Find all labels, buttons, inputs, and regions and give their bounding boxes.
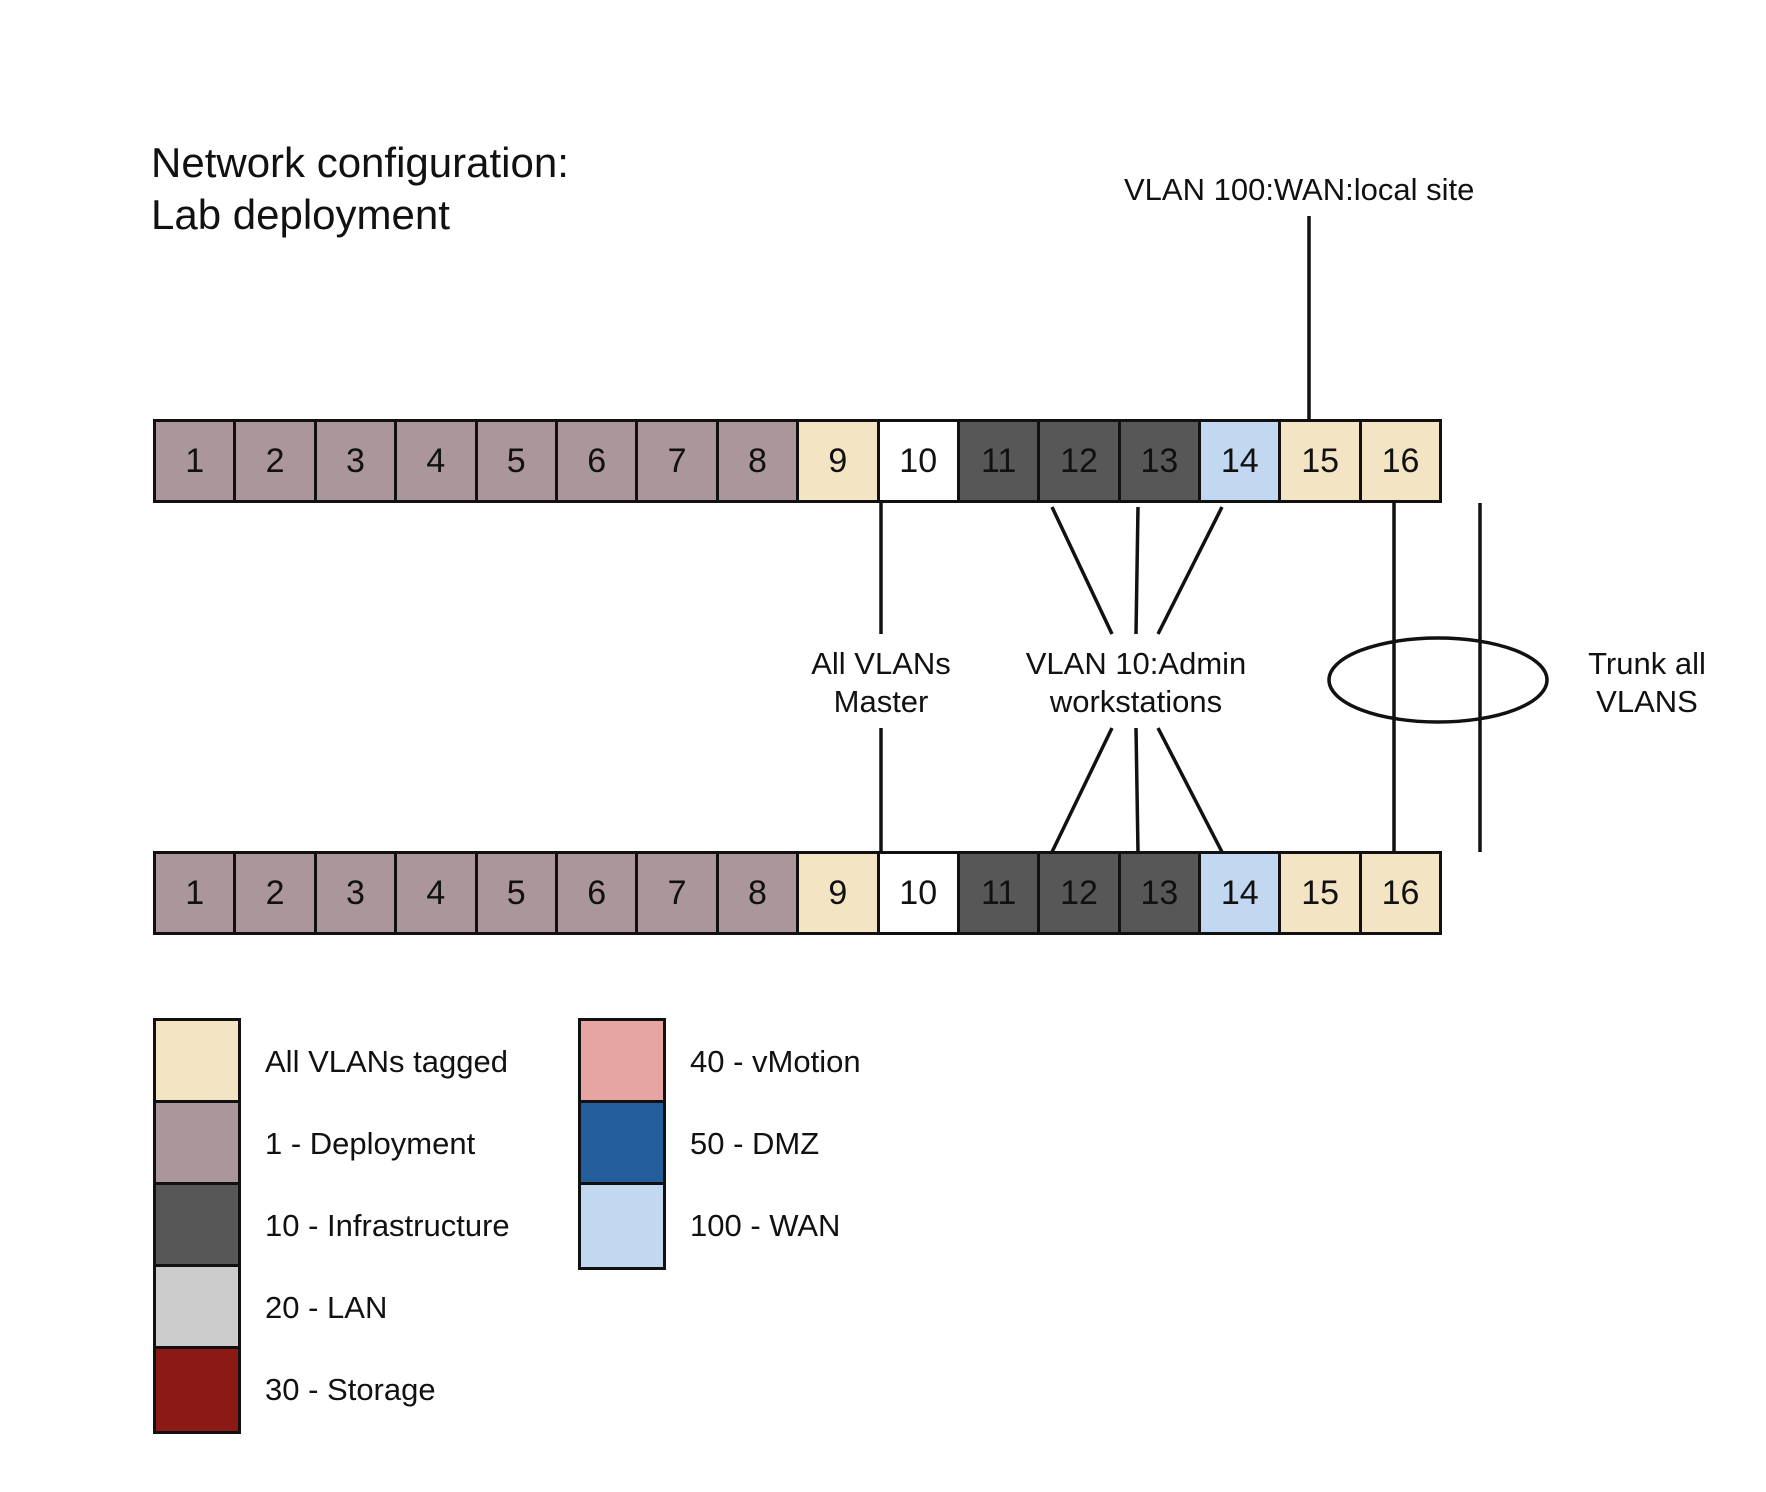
admin-line-bottom-13 [1156,727,1224,853]
admin-line-top-13 [1156,506,1224,635]
top-switch-port-6: 6 [554,419,639,503]
legend-item-dmz: 50 - DMZ [578,1099,861,1188]
master-label-line2: Master [833,684,929,719]
bottom-switch-port-9: 9 [796,851,880,935]
admin-line-bottom-12 [1134,727,1140,853]
top-switch-port-3: 3 [313,419,398,503]
bottom-switch-port-11: 11 [956,851,1041,935]
legend-swatch [578,1181,666,1270]
legend-swatch [153,1181,241,1270]
legend-item-lan: 20 - LAN [153,1263,510,1352]
legend-label: 50 - DMZ [690,1125,820,1161]
bottom-switch-port-5: 5 [474,851,558,935]
trunk-label-line2: VLANS [1596,684,1698,719]
legend-swatch [153,1345,241,1434]
diagram-title-line2: Lab deployment [151,191,450,238]
top-switch-port-4: 4 [394,419,478,503]
admin-label-line1: VLAN 10:Admin [1025,646,1247,681]
bottom-switch-port-4: 4 [394,851,478,935]
legend-item-all-tagged: All VLANs tagged [153,1017,510,1106]
bottom-switch-port-14: 14 [1198,851,1282,935]
legend-label: 100 - WAN [690,1207,841,1243]
legend-item-storage: 30 - Storage [153,1345,510,1434]
top-switch-port-1: 1 [153,419,237,503]
top-switch-port-7: 7 [635,419,719,503]
bottom-switch-port-1: 1 [153,851,237,935]
legend-column-2: 40 - vMotion 50 - DMZ 100 - WAN [578,1017,861,1270]
bottom-switch-port-12: 12 [1037,851,1121,935]
bottom-switch-port-2: 2 [233,851,317,935]
bottom-switch-port-13: 13 [1117,851,1202,935]
top-switch-port-15: 15 [1278,419,1362,503]
bottom-switch-port-7: 7 [635,851,719,935]
legend-swatch [153,1099,241,1188]
legend-swatch [578,1017,666,1106]
bottom-switch-port-3: 3 [313,851,398,935]
legend-swatch [578,1099,666,1188]
legend-column-1: All VLANs tagged 1 - Deployment 10 - Infra… [153,1017,510,1434]
bottom-switch-port-8: 8 [715,851,800,935]
wan-uplink-label: VLAN 100:WAN:local site [1124,172,1475,207]
legend-label: 40 - vMotion [690,1043,861,1079]
bottom-switch-port-15: 15 [1278,851,1362,935]
top-switch-port-5: 5 [474,419,558,503]
legend-label: All VLANs tagged [265,1043,508,1079]
master-label-line1: All VLANs [811,646,951,681]
legend-label: 20 - LAN [265,1289,388,1325]
top-switch-port-11: 11 [956,419,1041,503]
top-switch-port-14: 14 [1198,419,1282,503]
top-switch-port-2: 2 [233,419,317,503]
diagram-title-line1: Network configuration: [151,139,569,186]
legend-item-wan: 100 - WAN [578,1181,861,1270]
top-switch-port-12: 12 [1037,419,1121,503]
admin-label-line2: workstations [1049,684,1223,719]
bottom-switch-port-16: 16 [1358,851,1443,935]
bottom-switch-port-6: 6 [554,851,639,935]
top-switch-port-9: 9 [796,419,880,503]
legend-item-vmotion: 40 - vMotion [578,1017,861,1106]
legend-item-deployment: 1 - Deployment [153,1099,510,1188]
legend-swatch [153,1263,241,1352]
admin-line-top-11 [1050,506,1114,635]
bottom-switch-port-10: 10 [876,851,960,935]
top-switch-port-16: 16 [1358,419,1443,503]
legend-swatch [153,1017,241,1106]
admin-line-top-12 [1134,506,1140,635]
legend-label: 10 - Infrastructure [265,1207,510,1243]
admin-line-bottom-11 [1050,727,1114,853]
legend-label: 1 - Deployment [265,1125,476,1161]
legend-item-infrastructure: 10 - Infrastructure [153,1181,510,1270]
legend-label: 30 - Storage [265,1371,436,1407]
trunk-label-line1: Trunk all [1588,646,1706,681]
top-switch-port-8: 8 [715,419,800,503]
top-switch-port-13: 13 [1117,419,1202,503]
top-switch-port-10: 10 [876,419,960,503]
trunk-ellipse [1327,636,1549,724]
